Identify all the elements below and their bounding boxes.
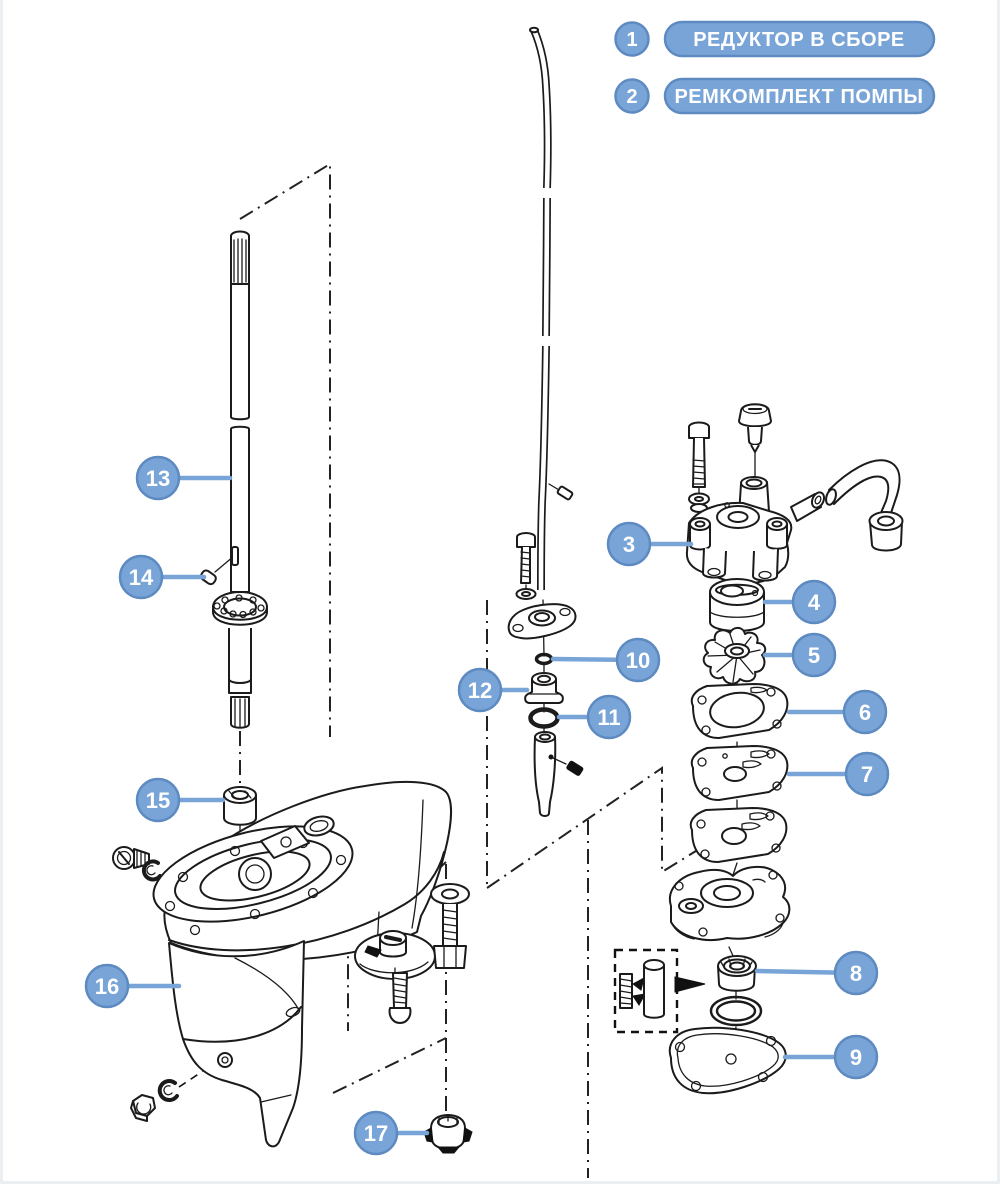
legend: 1 РЕДУКТОР В СБОРЕ 2 РЕМКОМПЛЕКТ ПОМПЫ xyxy=(614,20,936,115)
callout-16-number: 16 xyxy=(95,974,119,999)
callout-16-badge[interactable] xyxy=(84,963,130,1009)
legend-label-1: РЕДУКТОР В СБОРЕ xyxy=(693,29,905,51)
callout-10-number: 10 xyxy=(626,648,650,673)
tube-seal-plate xyxy=(507,603,577,640)
callout-15-number: 15 xyxy=(146,788,170,813)
callout-9-number: 9 xyxy=(850,1045,862,1070)
gearcase-housing xyxy=(152,780,452,1148)
callout-12-number: 12 xyxy=(468,678,492,703)
callout-13-badge[interactable] xyxy=(135,455,181,501)
exploded-diagram-canvas: 1 РЕДУКТОР В СБОРЕ 2 РЕМКОМПЛЕКТ ПОМПЫ 3… xyxy=(84,20,936,1178)
callout-7-badge[interactable] xyxy=(844,751,890,797)
drain-lock-washer xyxy=(141,859,162,882)
key-pointer xyxy=(674,976,706,993)
pump-gasket-upper xyxy=(690,683,789,739)
legend-number-2: 2 xyxy=(626,86,637,108)
callout-17-badge[interactable] xyxy=(353,1110,399,1156)
callout-17-number: 17 xyxy=(364,1121,388,1146)
impeller xyxy=(702,626,767,685)
callout-12-badge[interactable] xyxy=(457,667,503,713)
callout-badges: 3 4 5 6 7 8 9 10 11 12 13 14 15 16 17 xyxy=(84,455,890,1156)
callout-5-badge[interactable] xyxy=(791,632,837,678)
legend-pill-1[interactable] xyxy=(663,20,936,58)
bearing-balls xyxy=(213,594,265,619)
callout-5-number: 5 xyxy=(808,643,820,668)
base-o-ring xyxy=(709,995,763,1027)
pump-base xyxy=(668,865,791,942)
small-o-ring xyxy=(534,652,554,666)
water-pump-housing xyxy=(685,476,826,585)
bottom-washer xyxy=(157,1079,179,1102)
callout-13-number: 13 xyxy=(146,466,170,491)
outlet-elbow-hose xyxy=(825,459,901,516)
callout-10-badge[interactable] xyxy=(615,637,661,683)
pump-housing-bolt xyxy=(688,421,710,513)
anode-screw xyxy=(388,972,412,1024)
callout-14-badge[interactable] xyxy=(118,554,164,600)
drive-shaft xyxy=(212,230,268,729)
legend-number-circle-1 xyxy=(614,21,650,57)
tube-grommet xyxy=(524,672,564,704)
pump-plate xyxy=(690,745,789,801)
callout-9-badge[interactable] xyxy=(833,1034,879,1080)
callout-4-badge[interactable] xyxy=(791,579,837,625)
legend-number-1: 1 xyxy=(626,29,637,51)
pump-gasket-lower xyxy=(689,807,788,863)
hose-grommet xyxy=(868,511,904,552)
legend-number-circle-2 xyxy=(614,78,650,114)
callout-11-number: 11 xyxy=(597,705,620,730)
water-tube xyxy=(529,26,574,591)
shaft-pin xyxy=(199,546,239,586)
base-oil-seal xyxy=(717,955,757,992)
gearcase-bolt xyxy=(430,883,470,969)
vent-plug xyxy=(738,403,772,453)
callout-8-number: 8 xyxy=(850,961,862,986)
legend-item-1[interactable]: 1 РЕДУКТОР В СБОРЕ xyxy=(614,20,936,58)
callout-6-number: 6 xyxy=(859,700,871,725)
pinion-nut xyxy=(130,1094,156,1122)
callout-3-number: 3 xyxy=(623,532,635,557)
legend-pill-2[interactable] xyxy=(663,77,936,115)
callout-15-badge[interactable] xyxy=(135,777,181,823)
callout-3-badge[interactable] xyxy=(606,521,652,567)
lower-oil-seal xyxy=(223,786,257,826)
base-gasket xyxy=(668,1026,787,1095)
callout-7-number: 7 xyxy=(861,762,873,787)
callout-14-number: 14 xyxy=(129,565,154,590)
legend-label-2: РЕМКОМПЛЕКТ ПОМПЫ xyxy=(674,86,923,108)
callout-4-number: 4 xyxy=(808,590,821,615)
tube-bracket-bolt xyxy=(515,532,537,600)
callout-6-badge[interactable] xyxy=(842,689,888,735)
service-kit-box xyxy=(613,948,679,1034)
castle-nut xyxy=(423,1114,473,1154)
pump-cup xyxy=(709,578,765,632)
water-tube-lower xyxy=(533,731,584,817)
legend-item-2[interactable]: 2 РЕМКОМПЛЕКТ ПОМПЫ xyxy=(614,77,936,115)
callout-11-badge[interactable] xyxy=(586,694,632,740)
callout-8-badge[interactable] xyxy=(833,950,879,996)
anode-plate xyxy=(354,930,436,980)
